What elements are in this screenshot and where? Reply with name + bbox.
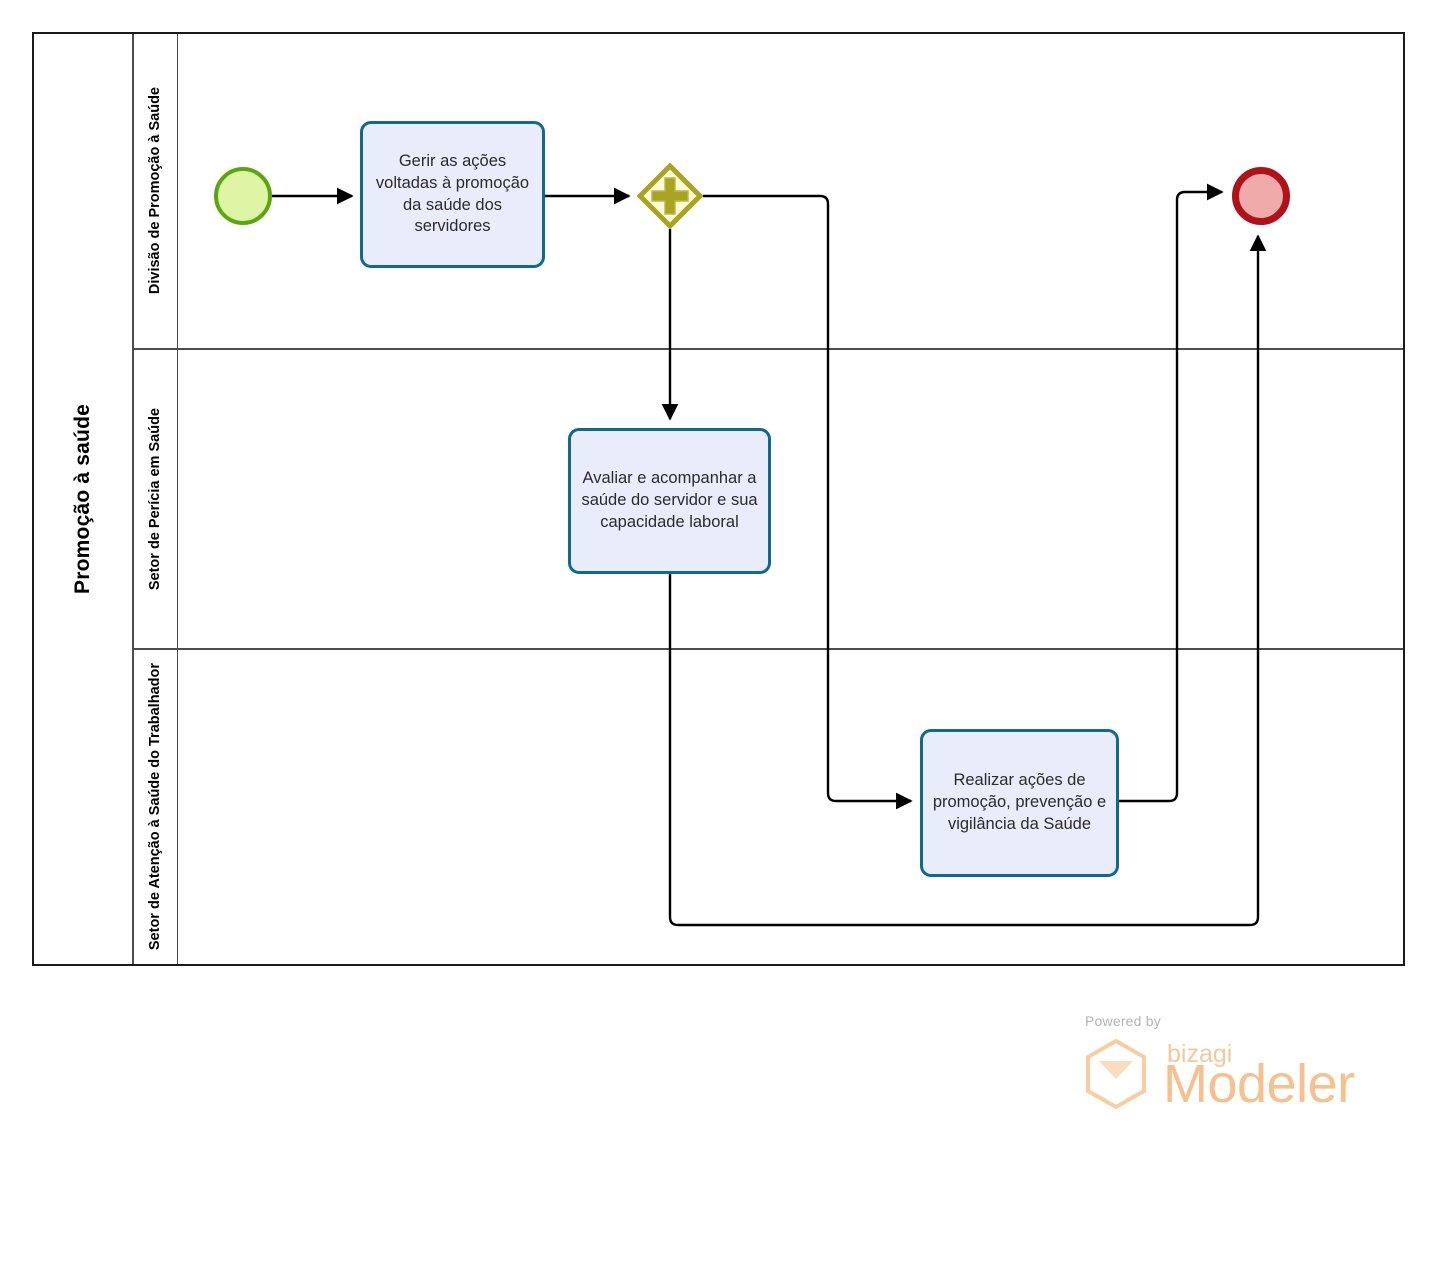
- lane-setor-de-atencao-a-saude-do-trabalhador: Setor de Atenção à Saúde do Trabalhador: [134, 648, 1403, 964]
- modeler-product-label: Modeler: [1163, 1054, 1355, 1114]
- pool-header: Promoção à saúde: [34, 34, 134, 964]
- lane-title-divisao: Divisão de Promoção à Saúde: [147, 87, 164, 295]
- lane-divisao-de-promocao-a-saude: Divisão de Promoção à Saúde: [134, 34, 1403, 348]
- lane-header-divisao: Divisão de Promoção à Saúde: [134, 34, 178, 348]
- task-realizar-acoes[interactable]: Realizar ações de promoção, prevenção e …: [920, 729, 1119, 877]
- bizagi-watermark: Powered by bizagi Modeler: [1077, 1013, 1355, 1113]
- end-event[interactable]: [1232, 167, 1290, 225]
- task-avaliar-label: Avaliar e acompanhar a saúde do servidor…: [581, 469, 758, 531]
- pool-title: Promoção à saúde: [71, 404, 94, 594]
- lane-title-atencao: Setor de Atenção à Saúde do Trabalhador: [147, 663, 164, 951]
- bizagi-hexagon-logo-icon: [1086, 1039, 1146, 1109]
- parallel-gateway[interactable]: [637, 163, 703, 229]
- task-realizar-label: Realizar ações de promoção, prevenção e …: [932, 771, 1107, 833]
- plus-icon: [651, 177, 689, 215]
- start-event[interactable]: [214, 167, 272, 225]
- powered-by-label: Powered by: [1085, 1013, 1161, 1029]
- bizagi-brand-label: bizagi: [1167, 1040, 1233, 1068]
- lane-header-pericia: Setor de Perícia em Saúde: [134, 350, 178, 648]
- task-gerir-as-acoes[interactable]: Gerir as ações voltadas à promoção da sa…: [360, 121, 545, 268]
- lane-title-pericia: Setor de Perícia em Saúde: [147, 407, 164, 591]
- lane-header-atencao: Setor de Atenção à Saúde do Trabalhador: [134, 650, 178, 964]
- task-gerir-label: Gerir as ações voltadas à promoção da sa…: [375, 151, 530, 236]
- task-avaliar-e-acompanhar[interactable]: Avaliar e acompanhar a saúde do servidor…: [568, 428, 771, 574]
